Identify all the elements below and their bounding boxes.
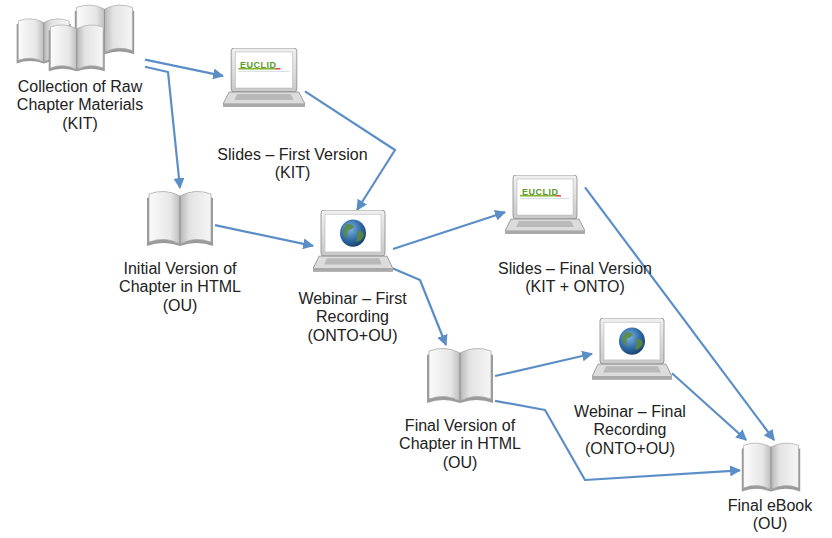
node-caption: Slides – Final Version (KIT + ONTO) xyxy=(485,260,665,297)
logo-text: EUCLID xyxy=(522,187,559,197)
laptop-node: Webinar – First Recording (ONTO+OU) xyxy=(295,210,410,345)
node-caption: Slides – First Version (KIT) xyxy=(205,146,380,183)
node-label: Final eBook (OU) xyxy=(715,497,825,534)
flow-arrow xyxy=(215,225,313,246)
flow-arrow xyxy=(585,187,774,440)
laptop-node: Slides – Final Version (KIT + ONTO) xyxy=(485,175,665,297)
node-label: Initial Version of Chapter in HTML (OU) xyxy=(100,260,260,315)
book-node: Final eBook (OU) xyxy=(715,440,825,534)
logo-text: EUCLID xyxy=(240,60,277,70)
book-node: Collection of Raw Chapter Materials (KIT… xyxy=(5,0,155,133)
slides-icon xyxy=(223,48,305,110)
node-label: Slides – Final Version (KIT + ONTO) xyxy=(485,260,665,297)
book-node: Final Version of Chapter in HTML (OU) xyxy=(385,345,535,472)
node-label: Final Version of Chapter in HTML (OU) xyxy=(385,417,535,472)
node-caption: Webinar – First Recording (ONTO+OU) xyxy=(295,290,410,345)
webinar-icon xyxy=(313,210,393,275)
book-icon xyxy=(425,345,495,407)
book-icon xyxy=(740,440,802,495)
node-label: Slides – First Version (KIT) xyxy=(205,146,380,183)
node-caption: Initial Version of Chapter in HTML (OU) xyxy=(100,260,260,315)
book-node: Initial Version of Chapter in HTML (OU) xyxy=(100,188,260,315)
webinar-icon xyxy=(592,318,672,383)
node-label: Collection of Raw Chapter Materials (KIT… xyxy=(5,78,155,133)
flow-arrow xyxy=(393,212,505,249)
flow-arrow xyxy=(145,67,180,188)
slides-icon xyxy=(505,175,585,237)
node-label: Webinar – Final Recording (ONTO+OU) xyxy=(570,403,690,458)
node-caption: Collection of Raw Chapter Materials (KIT… xyxy=(5,78,155,133)
books-icon xyxy=(15,2,145,74)
node-caption: Final eBook (OU) xyxy=(715,497,825,534)
flow-arrow xyxy=(495,354,592,376)
node-caption: Webinar – Final Recording (ONTO+OU) xyxy=(570,403,690,458)
flow-arrow xyxy=(145,60,223,76)
laptop-node: Slides – First Version (KIT) xyxy=(205,48,380,183)
flow-arrow xyxy=(495,401,740,480)
node-caption: Final Version of Chapter in HTML (OU) xyxy=(385,417,535,472)
laptop-node: Webinar – Final Recording (ONTO+OU) xyxy=(570,318,690,458)
book-icon xyxy=(145,188,215,250)
node-label: Webinar – First Recording (ONTO+OU) xyxy=(295,290,410,345)
